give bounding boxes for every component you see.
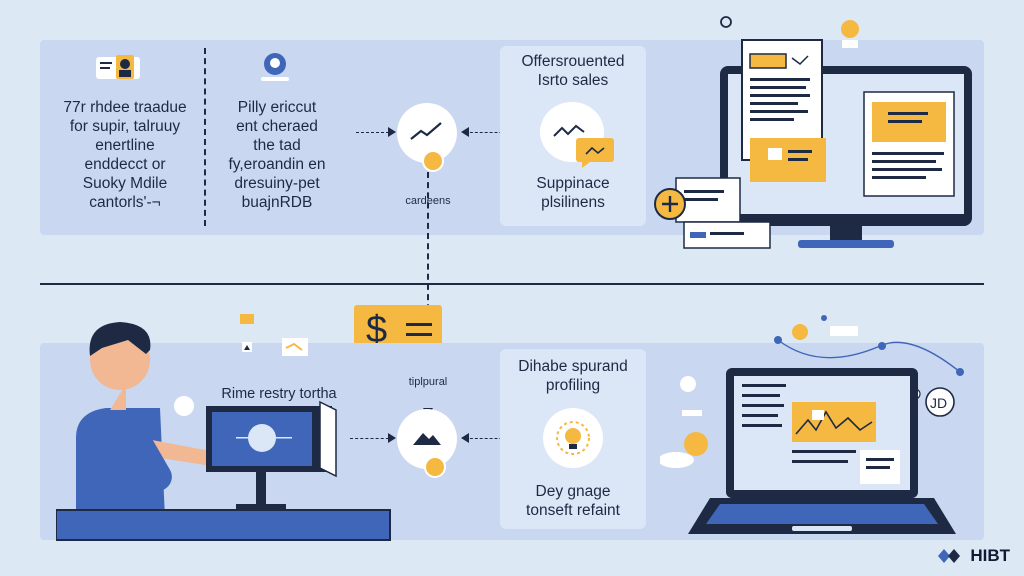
worker-label: Rime restry tortha: [221, 386, 337, 402]
vertical-connector: [427, 172, 429, 412]
arrow-left-icon-2: [461, 433, 469, 443]
arrow-right-icon: [388, 127, 396, 137]
gear-badge-icon-2: [424, 456, 446, 478]
chat-bubble-icon: [576, 138, 614, 168]
trend-line-icon-2: [553, 124, 585, 137]
trend-line-icon: [410, 122, 442, 140]
brand-mark-icon: [938, 549, 961, 563]
svg-text:JD: JD: [930, 395, 947, 411]
bottom-flow-arrow-left: [350, 438, 394, 439]
top-flow-arrow-right: [465, 132, 527, 133]
top-flow-arrow-left: [356, 132, 394, 133]
section-divider: [40, 283, 984, 285]
bottom-card-title: Dihabe spurand profiling: [518, 358, 628, 394]
top-panel-separator: [204, 48, 206, 226]
mountain-chart-icon: [413, 433, 441, 445]
avatar-icon: [258, 52, 292, 84]
brand-name: HIBT: [970, 546, 1010, 565]
gear-badge-icon: [422, 150, 444, 172]
bottom-card-sub: Dey gnage tonseft refaint: [526, 483, 620, 519]
user-card-icon: [96, 55, 140, 83]
bottom-flow-label: tiplpural: [408, 376, 448, 388]
top-card2-text: Pilly ericcut ent cheraed the tad fy,ero…: [228, 99, 326, 211]
brand-logo: HIBT: [936, 546, 1010, 566]
arrow-right-icon-3: [388, 433, 396, 443]
dollar-symbol: $: [366, 309, 388, 351]
worker-illustration: [56, 300, 396, 542]
lightbulb-circle: [543, 408, 603, 468]
top-card3-title: Offersrouented Isrto sales: [521, 53, 625, 89]
top-card1-text: 77r rhdee traadue for supir, talruuy ene…: [63, 99, 187, 211]
laptop-icon: JD: [660, 312, 982, 540]
top-card3-sub: Suppinace plsilinens: [536, 175, 610, 211]
bottom-flow-arrow-right: [465, 438, 527, 439]
arrow-left-icon: [461, 127, 469, 137]
lightbulb-gear-icon: [556, 421, 590, 455]
desktop-monitor-icon: [650, 14, 990, 254]
